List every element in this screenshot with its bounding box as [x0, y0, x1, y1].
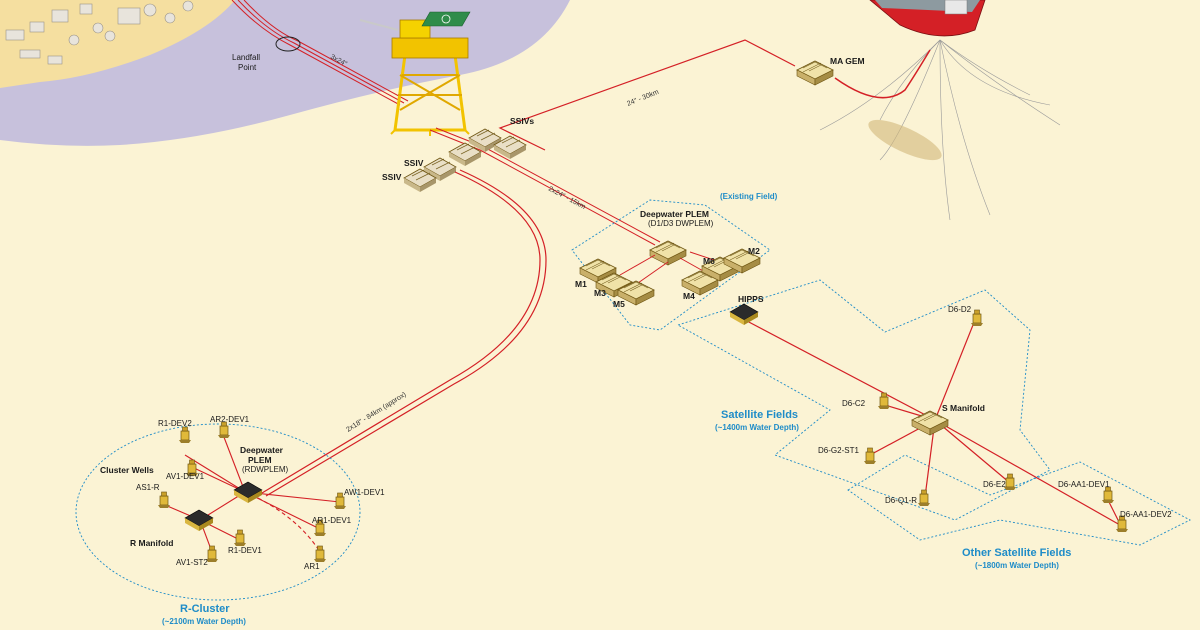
m6-label: M6: [703, 256, 715, 266]
ssiv-b-label: SSIV: [382, 172, 402, 182]
ma-gem-pipeline-label: 24" - 30km: [626, 89, 660, 108]
well-ar2-dev1: [217, 421, 231, 439]
well-r1-dev1: [233, 529, 247, 547]
r-plem-label-1: Deepwater: [240, 445, 284, 455]
existing-field-boundary: [571, 199, 771, 331]
label-aw1-dev1: AW1-DEV1: [344, 488, 385, 497]
deepwater-plem-label: Deepwater PLEM: [640, 209, 709, 219]
other-satellite-depth: (~1800m Water Depth): [975, 561, 1059, 570]
fpso-mooring-lines: [819, 39, 1061, 221]
label-d6-aa1-dev1: D6-AA1-DEV1: [1058, 480, 1110, 489]
deepwater-plem-sublabel: (D1/D3 DWPLEM): [648, 219, 714, 228]
ma-gem-pipeline: [498, 39, 796, 151]
r-cluster-plem-unit: [233, 481, 263, 504]
label-r1-dev1: R1-DEV1: [228, 546, 262, 555]
plem-pipeline-label: 2x24" - 15km: [547, 186, 587, 212]
r-manifold-unit: [184, 509, 214, 532]
well-ar1: [313, 545, 327, 563]
seabed-shadow: [868, 119, 942, 161]
offshore-platform: [359, 11, 471, 136]
m4-label: M4: [683, 291, 695, 301]
r-cluster-boundary: [75, 423, 361, 601]
other-satellite-boundary: [847, 454, 1191, 546]
label-d6-aa1-dev2: D6-AA1-DEV2: [1120, 510, 1172, 519]
well-d6-d2: [970, 309, 984, 327]
existing-field-label: (Existing Field): [720, 192, 778, 201]
label-ar2-dev1: AR2-DEV1: [210, 415, 250, 424]
well-d6-e2: [1003, 473, 1017, 491]
cluster-wells-label: Cluster Wells: [100, 465, 154, 475]
satellite-fields-boundary: [676, 279, 1051, 521]
label-av1-st2: AV1-ST2: [176, 558, 208, 567]
label-d6-q1-r: D6-Q1-R: [885, 496, 917, 505]
ma-gem-label: MA GEM: [830, 56, 865, 66]
label-d6-c2: D6-C2: [842, 399, 866, 408]
label-ar1-dev1: AR1-DEV1: [312, 516, 352, 525]
ssiv-a-label: SSIV: [404, 158, 424, 168]
landfall-label-1: Landfall: [232, 53, 260, 62]
landfall-label-2: Point: [238, 63, 257, 72]
m3-label: M3: [594, 288, 606, 298]
well-d6-g2-st1: [863, 447, 877, 465]
deepwater-plem-unit: [649, 240, 687, 266]
r-cluster-export-pipeline: [261, 169, 547, 497]
label-av1-dev1: AV1-DEV1: [166, 472, 205, 481]
label-d6-e2: D6-E2: [983, 480, 1006, 489]
label-d6-d2: D6-D2: [948, 305, 972, 314]
ma-gem-unit: [796, 60, 834, 86]
hipps-label: HIPPS: [738, 294, 764, 304]
label-ar1: AR1: [304, 562, 320, 571]
well-as1-r: [157, 491, 171, 509]
r-manifold-label: R Manifold: [130, 538, 173, 548]
label-as1-r: AS1-R: [136, 483, 160, 492]
landfall-marker: [275, 36, 301, 52]
well-r1-dev2: [178, 426, 192, 444]
well-d6-aa1-dev1: [1101, 486, 1115, 504]
label-d6-g2-st1: D6-G2-ST1: [818, 446, 859, 455]
m2-label: M2: [748, 246, 760, 256]
well-d6-q1-r: [917, 489, 931, 507]
satellite-fields-depth: (~1400m Water Depth): [715, 423, 799, 432]
r-plem-label-3: (RDWPLEM): [242, 465, 289, 474]
other-satellite-title: Other Satellite Fields: [962, 547, 1071, 559]
r-cluster-depth: (~2100m Water Depth): [162, 617, 246, 626]
r-plem-label-2: PLEM: [248, 455, 272, 465]
fpso-vessel: [869, 0, 986, 37]
ssivs-label: SSIVs: [510, 116, 534, 126]
m5-label: M5: [613, 299, 625, 309]
export-pipelines: [231, 0, 409, 106]
onshore-facility: [5, 0, 194, 65]
satellite-fields-title: Satellite Fields: [721, 409, 798, 421]
r-cluster-title: R-Cluster: [180, 603, 230, 615]
ma-gem-riser: [834, 49, 931, 99]
label-r1-dev2: R1-DEV2: [158, 419, 192, 428]
m1-label: M1: [575, 279, 587, 289]
hipps-unit: [729, 303, 759, 326]
s-manifold-label: S Manifold: [942, 403, 985, 413]
r-cluster-pipeline-label: 2x18" - 84km (approx): [345, 391, 407, 434]
